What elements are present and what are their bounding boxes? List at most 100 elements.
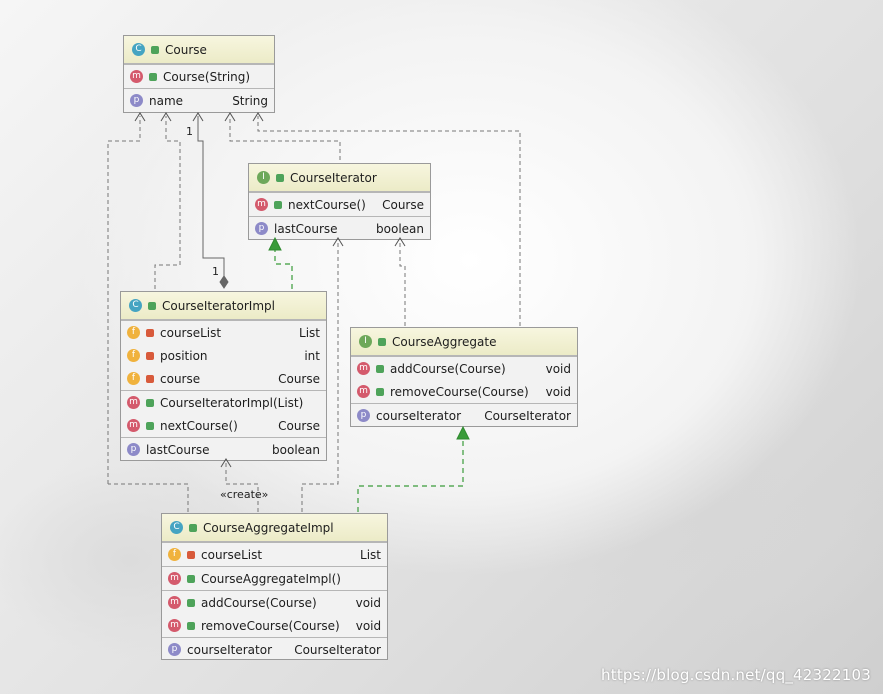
property-icon: p xyxy=(127,443,140,456)
member-type: Course xyxy=(278,418,320,433)
private-visibility-icon xyxy=(146,374,154,383)
member-row[interactable]: m removeCourse(Course) void xyxy=(162,614,387,637)
methods-section: m Course(String) xyxy=(124,64,274,88)
methods-section: m nextCourse() Course xyxy=(249,192,430,216)
class-course-iterator-impl[interactable]: C CourseIteratorImpl f courseList List f… xyxy=(120,291,327,461)
member-name: courseIterator xyxy=(376,408,462,423)
multiplicity-label: 1 xyxy=(212,265,219,278)
private-visibility-icon xyxy=(146,351,154,360)
property-icon: p xyxy=(168,643,181,656)
class-kind-icon: C xyxy=(129,299,142,312)
class-name: CourseIterator xyxy=(290,170,377,185)
member-row[interactable]: p courseIterator CourseIterator xyxy=(162,638,387,659)
class-course[interactable]: C Course m Course(String) p name String xyxy=(123,35,275,113)
realization-line xyxy=(357,439,464,512)
watermark-text: https://blog.csdn.net/qq_42322103 xyxy=(601,666,871,684)
member-row[interactable]: m Course(String) xyxy=(124,65,274,88)
member-name: courseIterator xyxy=(187,642,273,657)
member-type: List xyxy=(299,325,320,340)
member-type: boolean xyxy=(376,221,424,236)
class-header: I CourseAggregate xyxy=(351,328,577,356)
properties-section: p lastCourse boolean xyxy=(121,437,326,460)
properties-section: p courseIterator CourseIterator xyxy=(162,637,387,659)
multiplicity-label: 1 xyxy=(186,125,193,138)
member-name: lastCourse xyxy=(274,221,338,236)
interface-course-iterator[interactable]: I CourseIterator m nextCourse() Course p… xyxy=(248,163,431,240)
member-type: void xyxy=(355,618,382,633)
fields-section: f courseList List xyxy=(162,542,387,566)
class-kind-icon: C xyxy=(132,43,145,56)
method-icon: m xyxy=(255,198,268,211)
public-visibility-icon xyxy=(189,523,197,532)
member-row[interactable]: m addCourse(Course) void xyxy=(162,591,387,614)
methods-section: m addCourse(Course) void m removeCourse(… xyxy=(162,590,387,637)
method-icon: m xyxy=(357,362,370,375)
member-name: courseList xyxy=(201,547,263,562)
property-icon: p xyxy=(357,409,370,422)
member-name: CourseIteratorImpl(List) xyxy=(160,395,304,410)
member-name: addCourse(Course) xyxy=(390,361,506,376)
member-type: void xyxy=(545,384,571,399)
method-icon: m xyxy=(168,572,181,585)
member-row[interactable]: m CourseIteratorImpl(List) xyxy=(121,391,326,414)
field-icon: f xyxy=(168,548,181,561)
member-row[interactable]: f course Course xyxy=(121,367,326,390)
arrowhead xyxy=(192,112,204,122)
class-kind-icon: C xyxy=(170,521,183,534)
public-visibility-icon xyxy=(146,421,154,430)
private-visibility-icon xyxy=(146,328,154,337)
member-name: courseList xyxy=(160,325,222,340)
member-row[interactable]: f courseList List xyxy=(121,321,326,344)
member-row[interactable]: p courseIterator CourseIterator xyxy=(351,404,577,426)
methods-section: m addCourse(Course) void m removeCourse(… xyxy=(351,356,577,403)
member-type: Course xyxy=(382,197,424,212)
member-row[interactable]: f position int xyxy=(121,344,326,367)
field-icon: f xyxy=(127,349,140,362)
member-type: List xyxy=(360,547,381,562)
arrowhead xyxy=(134,112,146,122)
arrowhead xyxy=(160,112,172,122)
public-visibility-icon xyxy=(274,200,282,209)
method-icon: m xyxy=(130,70,143,83)
member-row[interactable]: f courseList List xyxy=(162,543,387,566)
method-icon: m xyxy=(357,385,370,398)
public-visibility-icon xyxy=(187,574,195,583)
dependency-line xyxy=(108,483,189,512)
member-name: addCourse(Course) xyxy=(201,595,317,610)
public-visibility-icon xyxy=(187,598,195,607)
class-name: CourseIteratorImpl xyxy=(162,298,275,313)
methods-section: m CourseIteratorImpl(List) m nextCourse(… xyxy=(121,390,326,437)
interface-course-aggregate[interactable]: I CourseAggregate m addCourse(Course) vo… xyxy=(350,327,578,427)
field-icon: f xyxy=(127,372,140,385)
member-name: nextCourse() xyxy=(288,197,366,212)
member-row[interactable]: m CourseAggregateImpl() xyxy=(162,567,387,590)
class-name: CourseAggregate xyxy=(392,334,497,349)
member-type: Course xyxy=(278,371,320,386)
member-name: position xyxy=(160,348,208,363)
class-course-aggregate-impl[interactable]: C CourseAggregateImpl f courseList List … xyxy=(161,513,388,660)
member-name: CourseAggregateImpl() xyxy=(201,571,341,586)
public-visibility-icon xyxy=(187,621,195,630)
method-icon: m xyxy=(127,396,140,409)
arrowhead xyxy=(224,112,236,122)
field-icon: f xyxy=(127,326,140,339)
member-type: String xyxy=(232,93,268,108)
member-type: CourseIterator xyxy=(484,408,571,423)
member-name: removeCourse(Course) xyxy=(201,618,340,633)
public-visibility-icon xyxy=(149,72,157,81)
properties-section: p courseIterator CourseIterator xyxy=(351,403,577,426)
interface-kind-icon: I xyxy=(257,171,270,184)
member-row[interactable]: m nextCourse() Course xyxy=(249,193,430,216)
class-header: C CourseIteratorImpl xyxy=(121,292,326,320)
member-row[interactable]: m addCourse(Course) void xyxy=(351,357,577,380)
properties-section: p name String xyxy=(124,88,274,112)
member-row[interactable]: p name String xyxy=(124,89,274,112)
member-row[interactable]: m nextCourse() Course xyxy=(121,414,326,437)
member-row[interactable]: p lastCourse boolean xyxy=(249,217,430,239)
dependency-line xyxy=(154,116,181,289)
member-row[interactable]: p lastCourse boolean xyxy=(121,438,326,460)
method-icon: m xyxy=(127,419,140,432)
method-icon: m xyxy=(168,619,181,632)
composition-diamond xyxy=(219,275,229,289)
member-row[interactable]: m removeCourse(Course) void xyxy=(351,380,577,403)
